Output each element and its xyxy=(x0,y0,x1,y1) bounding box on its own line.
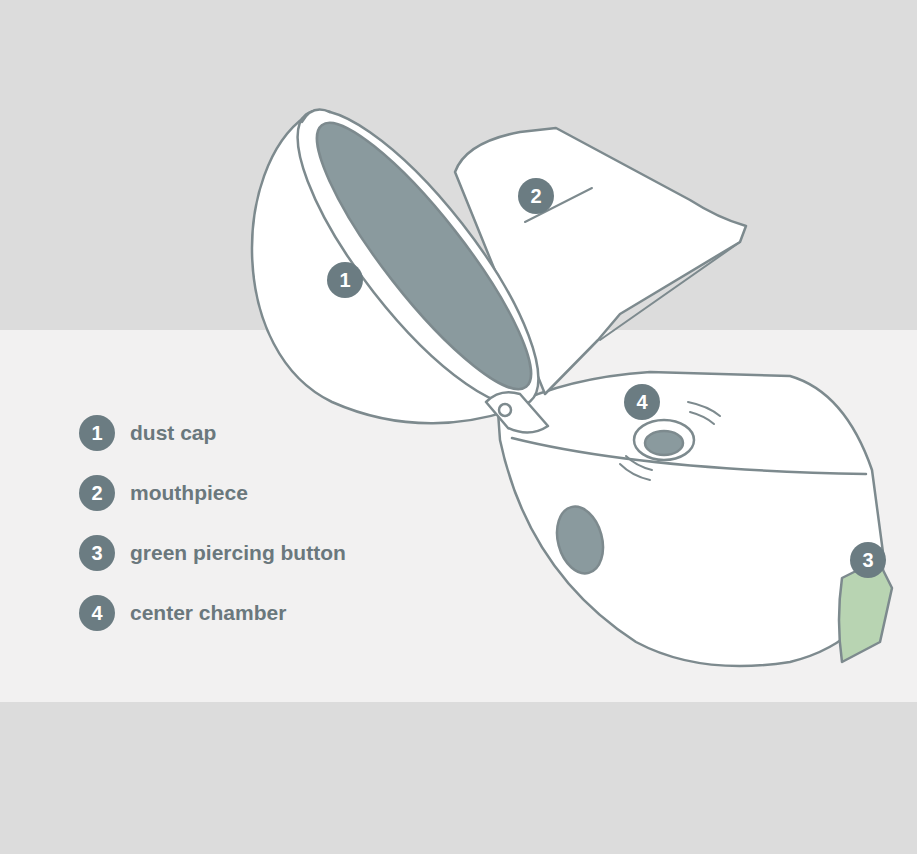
legend-text: center chamber xyxy=(130,601,286,625)
dust-cap-tab xyxy=(302,110,330,122)
side-window xyxy=(550,501,610,578)
hinge xyxy=(486,392,548,432)
hinge-pin xyxy=(499,404,511,416)
dust-cap-inside xyxy=(290,101,557,412)
callout-number: 2 xyxy=(79,475,115,511)
inhaler-body xyxy=(498,372,884,666)
callout-number: 4 xyxy=(79,595,115,631)
callout-number: 1 xyxy=(327,262,363,298)
callout-number: 1 xyxy=(79,415,115,451)
chamber-hole xyxy=(645,431,683,455)
mouthpiece-edge xyxy=(600,242,740,340)
callout-number: 3 xyxy=(850,542,886,578)
callout-number: 4 xyxy=(624,384,660,420)
callout-number: 2 xyxy=(518,178,554,214)
chamber-rim xyxy=(634,420,694,460)
bottom-band xyxy=(0,702,917,854)
legend-text: green piercing button xyxy=(130,541,346,565)
callout-number: 3 xyxy=(79,535,115,571)
legend-text: mouthpiece xyxy=(130,481,248,505)
legend-text: dust cap xyxy=(130,421,216,445)
dust-cap-rim xyxy=(262,80,574,436)
